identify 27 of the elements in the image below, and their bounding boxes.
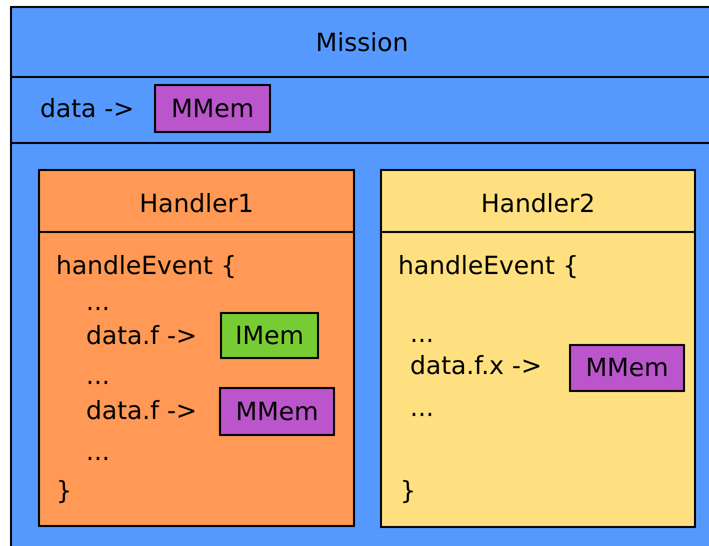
code-line: ... [86, 437, 110, 467]
code-line: ... [410, 393, 434, 423]
code-line: ... [86, 287, 110, 317]
box-title: Handler2 [480, 189, 596, 219]
tag-label: IMem [234, 320, 305, 350]
code-line: data.f -> [86, 321, 197, 351]
code-line: handleEvent { [56, 251, 237, 281]
handler-box [38, 169, 355, 527]
code-line: handleEvent { [398, 251, 579, 281]
code-line: ... [410, 319, 434, 349]
code-line: data.f.x -> [410, 351, 542, 381]
memory-tag [154, 84, 271, 133]
code-line: } [56, 476, 72, 506]
tag-label: MMem [170, 94, 255, 124]
box-title: Handler1 [138, 189, 255, 219]
field-label: data -> [40, 94, 134, 124]
tag-label: MMem [584, 353, 670, 383]
tag-label: MMem [234, 396, 320, 426]
code-line: ... [86, 361, 110, 391]
handler-box [380, 169, 696, 528]
memory-tag [219, 387, 335, 436]
box-title: Mission [314, 28, 410, 58]
memory-tag [569, 344, 685, 392]
memory-tag [220, 312, 319, 359]
code-line: } [400, 476, 416, 506]
code-line: data.f -> [86, 396, 197, 426]
container-panel [10, 6, 709, 546]
